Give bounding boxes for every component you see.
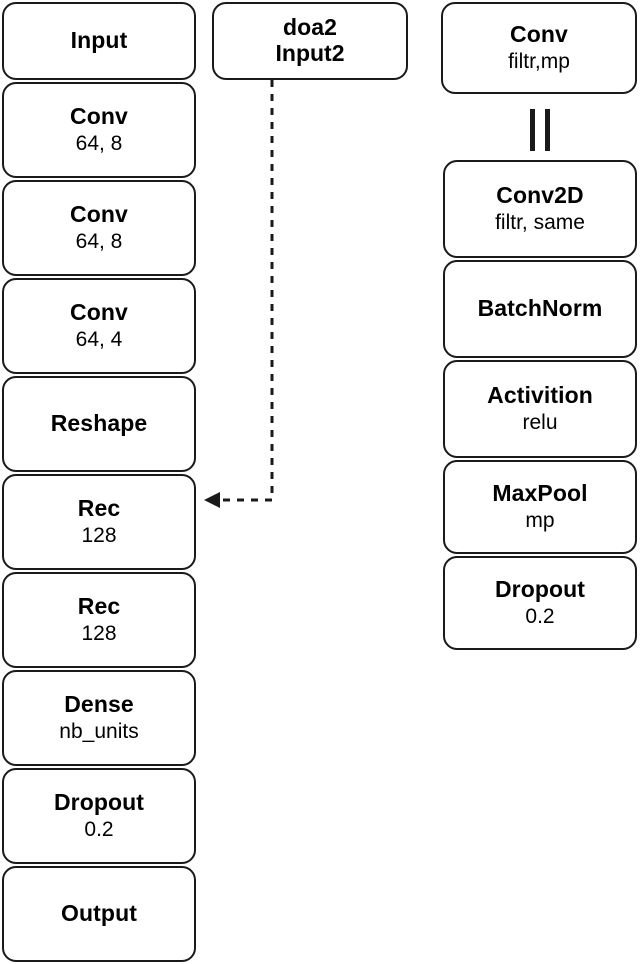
aux-input-dashed-connector (204, 80, 274, 508)
node-conv-1[interactable]: Conv 64, 8 (2, 82, 196, 178)
node-conv2d[interactable]: Conv2D filtr, same (443, 160, 637, 258)
node-title: Activition (487, 382, 593, 409)
node-title: BatchNorm (477, 295, 603, 322)
equals-sign-icon (519, 108, 561, 152)
node-dense[interactable]: Dense nb_units (2, 670, 196, 766)
node-title: Conv (510, 21, 568, 48)
node-dropout[interactable]: Dropout 0.2 (2, 768, 196, 864)
node-title: Dropout (53, 789, 145, 816)
node-conv-3[interactable]: Conv 64, 4 (2, 278, 196, 374)
node-title: Conv2D (496, 182, 584, 209)
node-title: Reshape (50, 410, 148, 437)
node-subtitle: 64, 8 (75, 230, 123, 254)
node-output[interactable]: Output (2, 866, 196, 962)
node-input[interactable]: Input (2, 2, 196, 80)
node-subtitle: 0.2 (525, 605, 555, 629)
node-title: MaxPool (492, 480, 588, 507)
node-title: doa2 (282, 14, 338, 41)
node-subtitle: 128 (81, 622, 117, 646)
node-subtitle: 64, 4 (75, 328, 123, 352)
node-subtitle: filtr,mp (508, 50, 570, 74)
node-subtitle: relu (522, 411, 558, 435)
node-maxpool[interactable]: MaxPool mp (443, 460, 637, 554)
equals-bar-right (545, 109, 550, 151)
node-subtitle: 64, 8 (75, 132, 123, 156)
node-title: Rec (77, 593, 121, 620)
node-conv-2[interactable]: Conv 64, 8 (2, 180, 196, 276)
node-subtitle: nb_units (59, 720, 139, 744)
node-title: Input (70, 27, 128, 54)
arrowhead-left-icon (204, 492, 220, 508)
node-subtitle: Input2 (275, 40, 345, 66)
node-subtitle: 128 (81, 524, 117, 548)
node-activation[interactable]: Activition relu (443, 360, 637, 458)
node-title: Conv (70, 103, 128, 130)
node-subtitle: 0.2 (84, 818, 114, 842)
dashed-path (204, 80, 274, 502)
node-title: Conv (70, 201, 128, 228)
node-rec-1[interactable]: Rec 128 (2, 474, 196, 570)
node-conv-legend[interactable]: Conv filtr,mp (441, 2, 637, 94)
node-dropout-conv[interactable]: Dropout 0.2 (443, 556, 637, 650)
node-title: Output (61, 900, 137, 927)
equals-bar-left (530, 109, 535, 151)
node-rec-2[interactable]: Rec 128 (2, 572, 196, 668)
node-title: Conv (70, 299, 128, 326)
node-title: Dense (64, 691, 134, 718)
node-aux-input2[interactable]: doa2 Input2 (212, 2, 408, 80)
node-reshape[interactable]: Reshape (2, 376, 196, 472)
node-batchnorm[interactable]: BatchNorm (443, 260, 637, 358)
node-subtitle: mp (525, 509, 555, 533)
node-title: Dropout (494, 576, 586, 603)
node-title: Rec (77, 495, 121, 522)
node-subtitle: filtr, same (495, 211, 585, 235)
